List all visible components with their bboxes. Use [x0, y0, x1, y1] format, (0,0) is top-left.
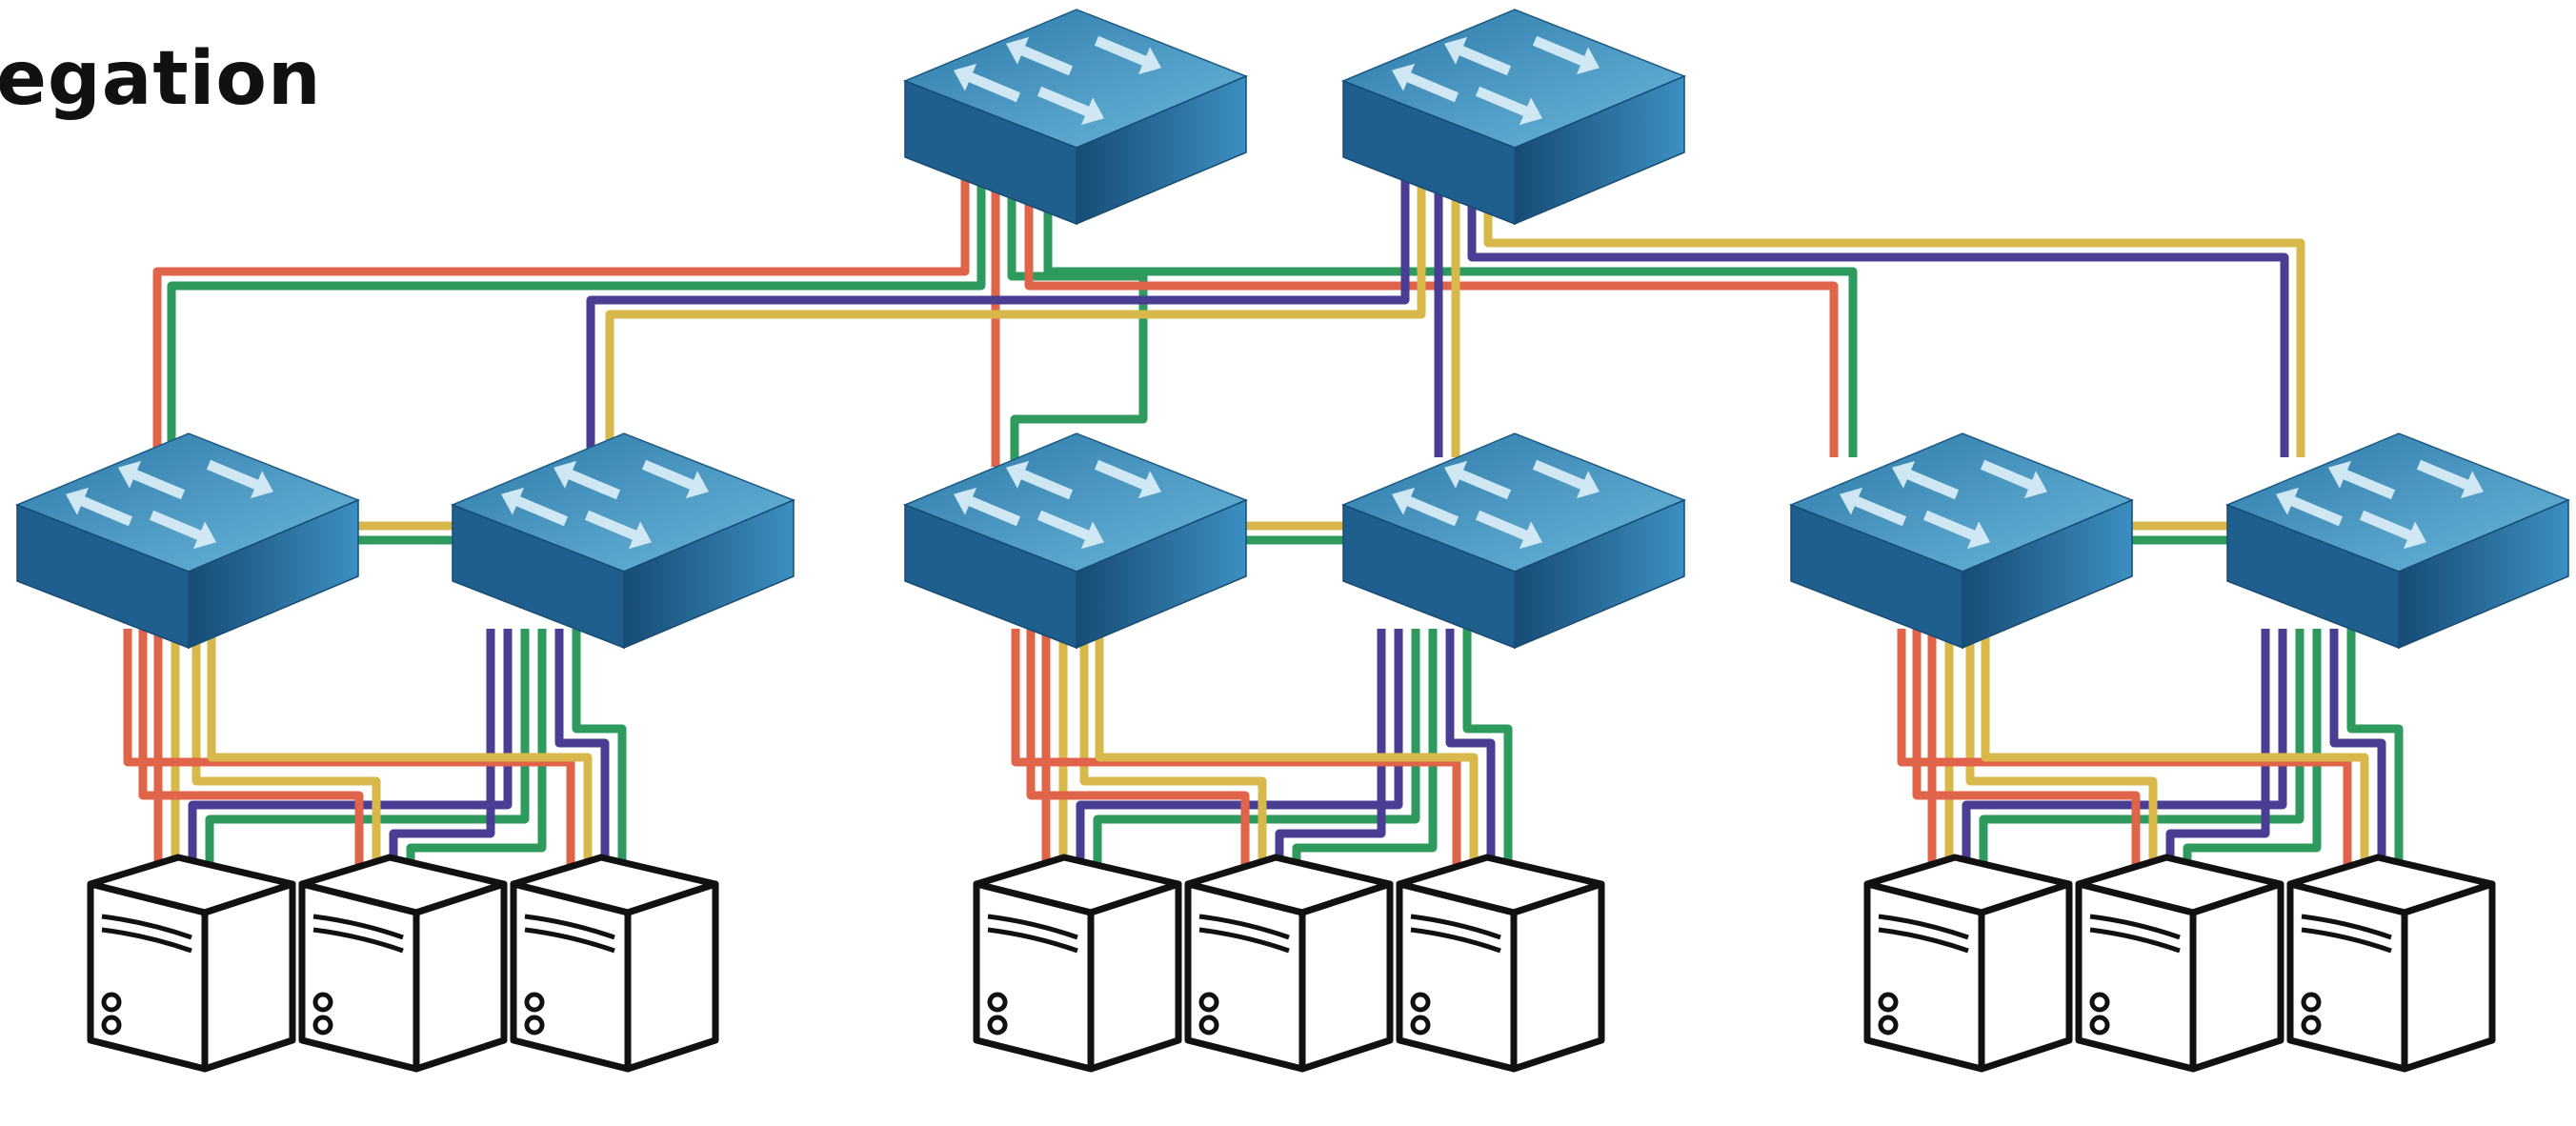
switch-arrows-icon: [1392, 35, 1600, 126]
server-pod3-1-icon: [1863, 854, 2073, 1073]
switch-arrows-icon: [954, 35, 1161, 126]
core-switch-2-icon: [1340, 9, 1686, 226]
pod3-srv3-purple-link: [2329, 629, 2386, 924]
aggregation-switch-6-icon: [2224, 432, 2570, 650]
switch-arrows-icon: [66, 459, 273, 550]
page-title: egation: [0, 36, 322, 122]
pod1-srv3-purple-link: [554, 629, 610, 924]
core1-agg1-green-link: [167, 171, 986, 457]
aggregation-switch-2-icon: [450, 432, 795, 650]
server-pod1-1-icon: [87, 854, 296, 1073]
switch-arrows-icon: [2276, 459, 2484, 550]
core-switch-1-icon: [902, 9, 1248, 226]
node-layer: [14, 9, 2570, 1073]
pod2-srv2-red-link: [1026, 629, 1250, 924]
aggregation-switch-1-icon: [14, 432, 360, 650]
pod1-srv2-yellow-link: [191, 629, 381, 924]
switch-arrows-icon: [1392, 459, 1600, 550]
core1-agg1-red-link: [152, 171, 970, 448]
server-pod3-2-icon: [2075, 854, 2284, 1073]
pod1-srv2-red-link: [138, 629, 364, 924]
switch-arrows-icon: [1840, 459, 2047, 550]
aggregation-switch-3-icon: [902, 432, 1248, 650]
pod1-srv3-green-link: [572, 629, 627, 924]
server-pod1-2-icon: [298, 854, 508, 1073]
pod3-srv3-red-link: [1897, 629, 2352, 924]
core2-agg6-yellow-link: [1483, 171, 2305, 457]
server-pod3-3-icon: [2286, 854, 2496, 1073]
server-pod2-3-icon: [1396, 854, 1605, 1073]
server-pod2-2-icon: [1184, 854, 1394, 1073]
pod3-srv3-yellow-link: [1981, 629, 2369, 924]
pod2-srv3-purple-link: [1445, 629, 1496, 924]
pod2-srv3-yellow-link: [1095, 629, 1479, 924]
switch-arrows-icon: [954, 459, 1161, 550]
pod3-srv2-yellow-link: [1965, 629, 2158, 924]
pod3-srv3-green-link: [2346, 629, 2404, 924]
core2-agg2-yellow-link: [605, 171, 1426, 457]
pod1-srv3-yellow-link: [207, 629, 593, 924]
pod2-srv3-green-link: [1462, 629, 1513, 924]
server-pod1-3-icon: [510, 854, 719, 1073]
aggregation-switch-4-icon: [1340, 432, 1686, 650]
core2-agg2-purple-link: [586, 171, 1410, 457]
core1-agg3-green-link: [1007, 171, 1148, 467]
core2-agg6-purple-link: [1467, 171, 2289, 457]
pod2-srv3-red-link: [1011, 629, 1461, 924]
aggregation-switch-5-icon: [1788, 432, 2134, 650]
switch-arrows-icon: [501, 459, 709, 550]
pod2-srv2-yellow-link: [1079, 629, 1267, 924]
core1-agg5-green-link: [1043, 171, 1858, 457]
pod1-srv3-red-link: [123, 629, 575, 924]
server-pod2-1-icon: [973, 854, 1182, 1073]
pod3-srv2-red-link: [1912, 629, 2141, 924]
core1-agg5-red-link: [1024, 171, 1839, 457]
